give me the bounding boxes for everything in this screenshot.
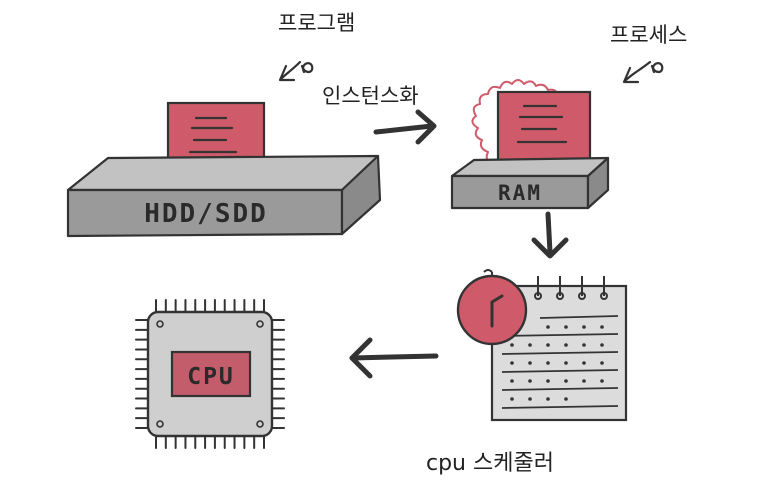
storage-block: HDD/SDD xyxy=(66,101,382,238)
scheduler-label: cpu 스케줄러 xyxy=(426,451,554,476)
arrow-right-icon xyxy=(373,109,437,145)
arrow-left-icon xyxy=(349,337,439,379)
curly-arrow-icon xyxy=(622,60,664,84)
process-label: 프로세스 xyxy=(610,23,687,47)
memory-label: RAM xyxy=(498,181,542,205)
processor-label: CPU xyxy=(187,364,235,390)
instantiation-label: 인스턴스화 xyxy=(322,84,419,108)
clock-icon xyxy=(456,269,528,346)
storage-label: HDD/SDD xyxy=(144,199,268,229)
process-document-icon xyxy=(496,90,592,162)
arrow-down-icon xyxy=(531,211,569,259)
cpu-chip-icon: CPU xyxy=(135,299,285,449)
memory-block: RAM xyxy=(450,79,610,210)
program-label: 프로그램 xyxy=(278,11,355,35)
curly-arrow-icon xyxy=(278,60,314,82)
